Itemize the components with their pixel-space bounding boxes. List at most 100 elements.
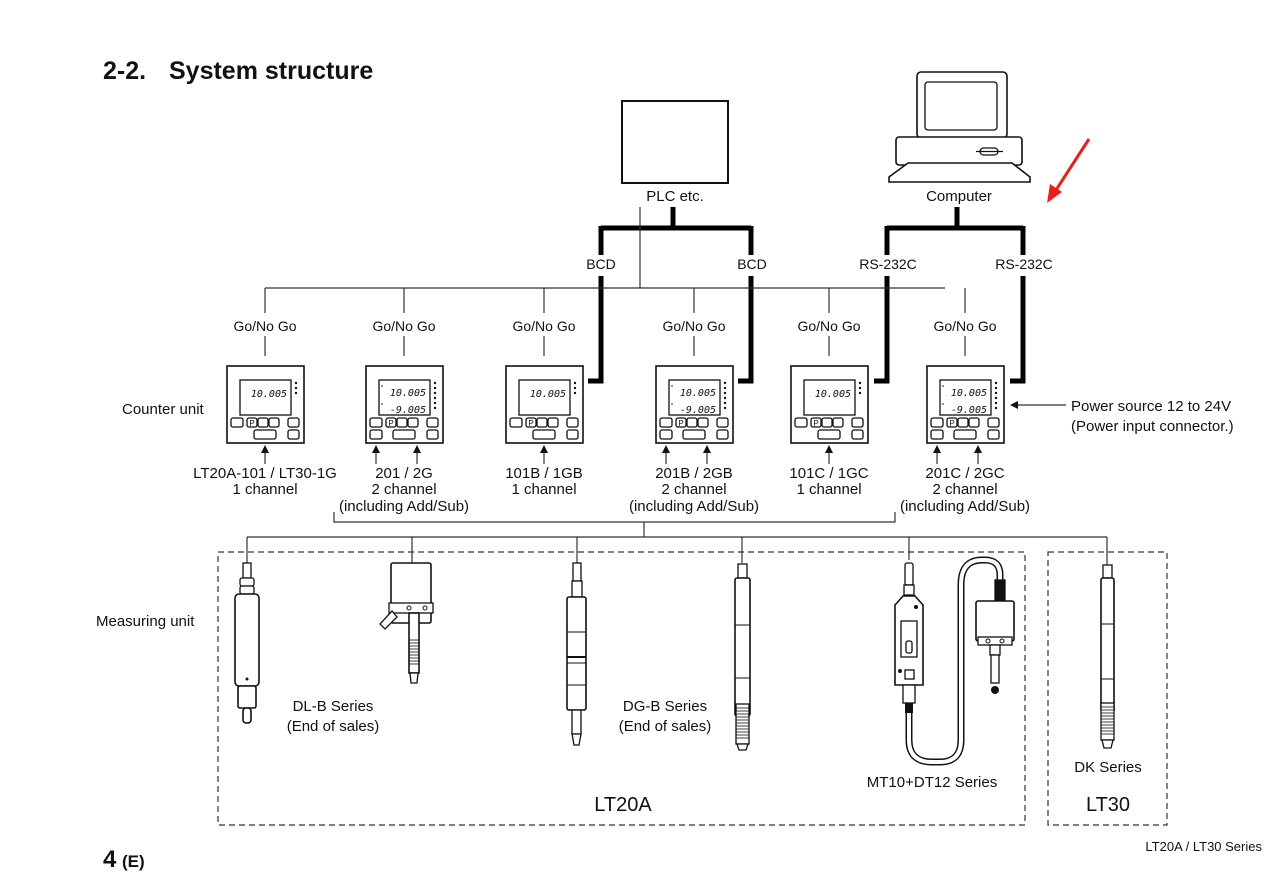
button bbox=[697, 417, 709, 428]
display-screen bbox=[939, 379, 992, 416]
indicator-led bbox=[994, 386, 998, 390]
button bbox=[525, 417, 537, 428]
indicator-led bbox=[723, 386, 727, 390]
counter-channel: 2 channel bbox=[932, 481, 997, 498]
section-number: 2-2. bbox=[103, 57, 146, 85]
bcd-wiring bbox=[588, 207, 754, 384]
p-button-label: P bbox=[813, 419, 818, 428]
display-value-top: 10.005 bbox=[530, 389, 566, 400]
indicator-led bbox=[294, 391, 298, 395]
plc-icon bbox=[621, 100, 729, 184]
button bbox=[821, 417, 833, 428]
measuring-unit-label: Measuring unit bbox=[96, 613, 195, 630]
button bbox=[532, 429, 556, 440]
counter-model: LT20A-101 / LT30-1G bbox=[193, 465, 337, 482]
computer-label: Computer bbox=[926, 188, 992, 205]
counter-unit-label: Counter unit bbox=[122, 401, 205, 418]
button bbox=[509, 417, 523, 428]
counter-note: (including Add/Sub) bbox=[339, 498, 469, 515]
lt20a-group-label: LT20A bbox=[594, 794, 652, 816]
counter-channel: 2 channel bbox=[661, 481, 726, 498]
indicator-led bbox=[573, 386, 577, 390]
p-button-label: P bbox=[249, 419, 254, 428]
indicator-led bbox=[294, 381, 298, 385]
button bbox=[957, 417, 969, 428]
display-value-bottom: -9.005 bbox=[951, 405, 987, 416]
indicator-led bbox=[723, 396, 727, 400]
button bbox=[659, 417, 673, 428]
button bbox=[817, 429, 841, 440]
mt10-dt12-icon bbox=[894, 556, 1015, 766]
button bbox=[716, 429, 729, 440]
button bbox=[953, 429, 977, 440]
dlb-probe-box-icon bbox=[379, 562, 434, 684]
rs232c-label-right: RS-232C bbox=[995, 256, 1053, 272]
button bbox=[407, 417, 419, 428]
button bbox=[794, 417, 808, 428]
counter-model: 101C / 1GC bbox=[789, 465, 868, 482]
dk-series-name: DK Series bbox=[1074, 759, 1142, 776]
display-value-top: 10.005 bbox=[680, 388, 716, 399]
go-nogo-label: Go/No Go bbox=[512, 318, 575, 334]
dgb-probe-icon bbox=[566, 562, 587, 746]
display-screen bbox=[239, 379, 292, 416]
indicator-led bbox=[433, 381, 437, 385]
counter-model: 201 / 2G bbox=[375, 465, 433, 482]
power-source-line2: (Power input connector.) bbox=[1071, 418, 1234, 435]
display-value-top: 10.005 bbox=[390, 388, 426, 399]
plc-label: PLC etc. bbox=[646, 188, 704, 205]
counter-channel: 1 channel bbox=[796, 481, 861, 498]
go-nogo-label: Go/No Go bbox=[797, 318, 860, 334]
counter-channel: 1 channel bbox=[511, 481, 576, 498]
section-title: System structure bbox=[169, 57, 373, 85]
bcd-label-right: BCD bbox=[737, 256, 767, 272]
button bbox=[851, 417, 864, 428]
display-value-bottom: -9.005 bbox=[680, 405, 716, 416]
display-screen bbox=[803, 379, 856, 416]
button bbox=[369, 417, 383, 428]
counter-model: 201B / 2GB bbox=[655, 465, 733, 482]
dk-probe-icon bbox=[1100, 564, 1115, 749]
computer-icon bbox=[888, 71, 1031, 183]
button bbox=[369, 429, 383, 440]
display-value-top: 10.005 bbox=[251, 389, 287, 400]
p-button-label: P bbox=[949, 419, 954, 428]
lt30-group-label: LT30 bbox=[1086, 794, 1130, 816]
counter-note: (including Add/Sub) bbox=[900, 498, 1030, 515]
button bbox=[987, 429, 1000, 440]
go-nogo-label: Go/No Go bbox=[662, 318, 725, 334]
button bbox=[426, 429, 439, 440]
indicator-led bbox=[994, 406, 998, 410]
button bbox=[930, 417, 944, 428]
dlb-probe-cylinder-icon bbox=[234, 562, 260, 724]
button bbox=[851, 429, 864, 440]
power-source-line1: Power source 12 to 24V bbox=[1071, 398, 1231, 415]
button bbox=[716, 417, 729, 428]
display-screen bbox=[668, 379, 721, 416]
page-suffix: (E) bbox=[122, 852, 145, 871]
button bbox=[426, 417, 439, 428]
button bbox=[930, 429, 944, 440]
p-button-label: P bbox=[388, 419, 393, 428]
dlb-series-note: (End of sales) bbox=[287, 718, 380, 735]
button bbox=[257, 417, 269, 428]
go-nogo-bus bbox=[265, 207, 945, 289]
indicator-led bbox=[994, 391, 998, 395]
button bbox=[268, 417, 280, 428]
dlb-series-name: DL-B Series bbox=[293, 698, 374, 715]
dgb-series-name: DG-B Series bbox=[623, 698, 707, 715]
button bbox=[547, 417, 559, 428]
indicator-led bbox=[723, 391, 727, 395]
rs232c-label-left: RS-232C bbox=[859, 256, 917, 272]
p-button-label: P bbox=[678, 419, 683, 428]
counter-note: (including Add/Sub) bbox=[629, 498, 759, 515]
button bbox=[675, 417, 687, 428]
go-nogo-label: Go/No Go bbox=[372, 318, 435, 334]
indicator-led bbox=[433, 401, 437, 405]
